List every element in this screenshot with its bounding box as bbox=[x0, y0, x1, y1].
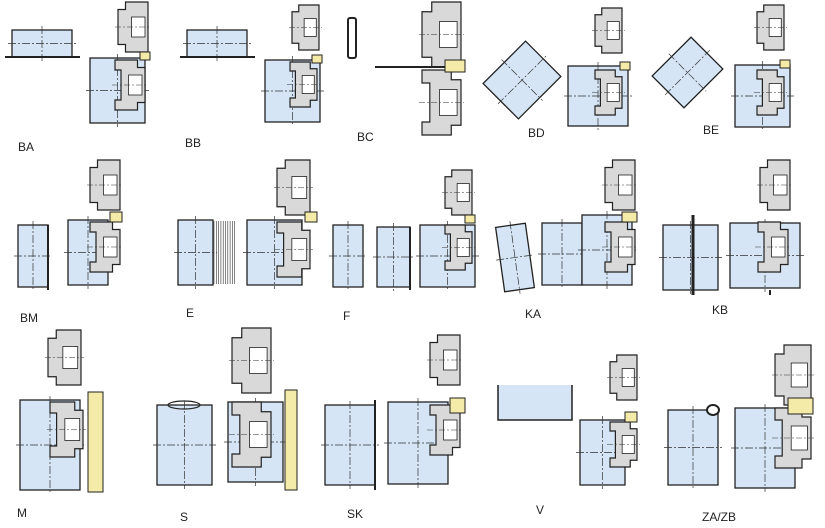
panel-label-e: E bbox=[186, 306, 195, 320]
workpiece-tube bbox=[482, 40, 562, 120]
panel-label-ba: BA bbox=[18, 140, 35, 154]
forming-tool bbox=[621, 211, 638, 223]
forming-tool bbox=[139, 51, 151, 61]
forming-tool bbox=[449, 397, 466, 414]
workpiece-tube bbox=[659, 221, 722, 294]
forming-tool bbox=[109, 211, 123, 223]
panel-label-be: BE bbox=[703, 123, 720, 137]
panel-label-m: M bbox=[17, 506, 27, 520]
workpiece-tube bbox=[329, 221, 367, 291]
panel-label-za-zb: ZA/ZB bbox=[702, 510, 737, 524]
panel-label-bc: BC bbox=[357, 130, 374, 144]
panel-label-bd: BD bbox=[528, 126, 545, 140]
workpiece-tube bbox=[321, 401, 379, 489]
sheet-edge bbox=[347, 17, 357, 59]
forming-tool bbox=[464, 214, 476, 224]
workpiece-tube bbox=[153, 401, 216, 489]
panel-label-f: F bbox=[343, 309, 351, 323]
forming-tool bbox=[304, 211, 318, 223]
workpiece-tube bbox=[538, 219, 586, 289]
forming-tool bbox=[87, 391, 104, 493]
forming-tool bbox=[444, 59, 466, 73]
panel-label-ka: KA bbox=[525, 307, 542, 321]
panel-label-s: S bbox=[180, 510, 189, 524]
workpiece-tube bbox=[651, 36, 724, 109]
forming-tool bbox=[284, 389, 298, 491]
panel-label-kb: KB bbox=[712, 303, 729, 317]
forming-tool bbox=[619, 61, 631, 71]
bead bbox=[167, 400, 201, 410]
forming-tool bbox=[311, 54, 323, 64]
workpiece-flare bbox=[497, 385, 573, 421]
panel-label-sk: SK bbox=[347, 507, 364, 521]
workpiece-tube bbox=[8, 26, 76, 61]
workpiece-tube bbox=[373, 223, 414, 291]
forming-tool bbox=[779, 59, 791, 69]
workpiece-tube bbox=[174, 216, 217, 289]
panel-label-bm: BM bbox=[20, 311, 38, 325]
forming-tool bbox=[787, 397, 814, 415]
panel-label-bb: BB bbox=[185, 136, 202, 150]
workpiece-tube bbox=[14, 221, 52, 291]
workpiece-tube bbox=[664, 406, 722, 489]
bead bbox=[706, 404, 720, 416]
workpiece-tube bbox=[494, 221, 536, 294]
forming-tool bbox=[624, 411, 638, 423]
panel-label-v: V bbox=[536, 503, 545, 517]
workpiece-tube bbox=[183, 26, 251, 61]
